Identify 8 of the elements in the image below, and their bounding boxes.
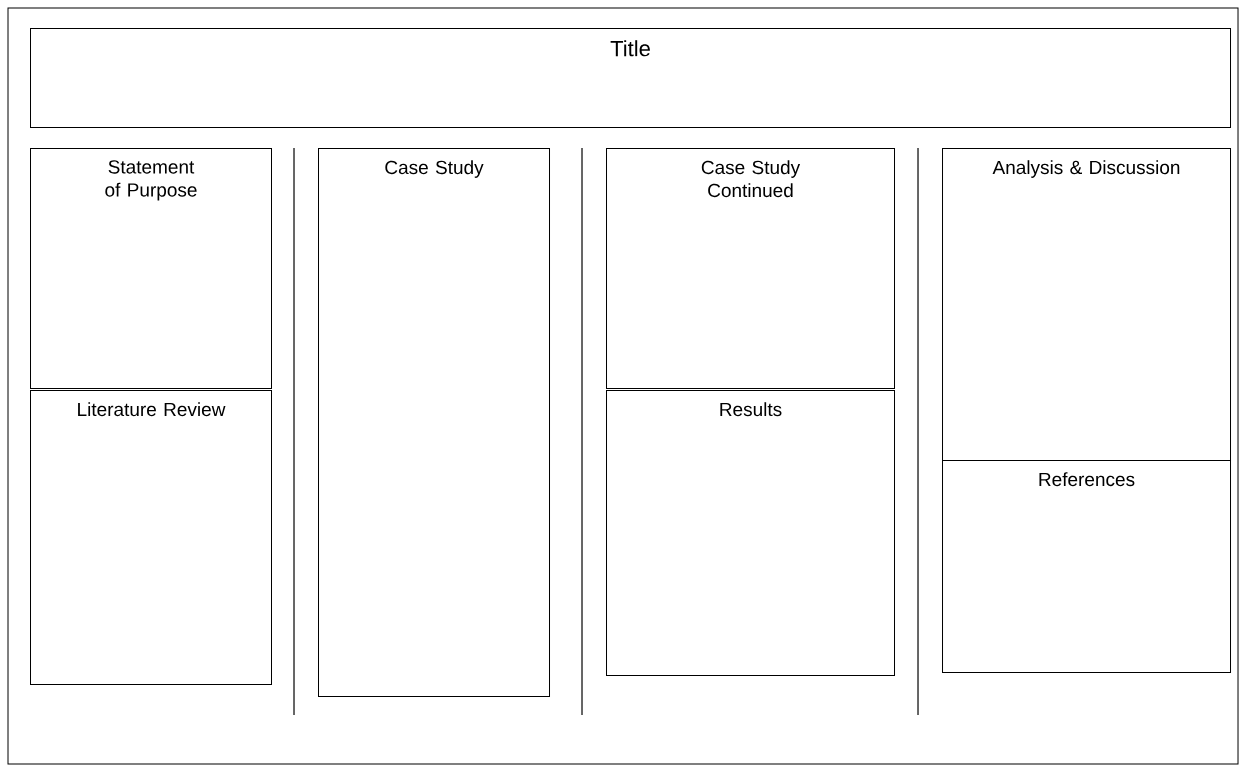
section-box: Case Study Continued [606, 148, 895, 389]
section-box: Results [606, 390, 895, 676]
section-box: Analysis & Discussion [942, 148, 1231, 461]
section-box: Case Study [318, 148, 550, 697]
section-box: Literature Review [30, 390, 272, 685]
section-box: References [942, 460, 1231, 673]
section-box: Statement of Purpose [30, 148, 272, 389]
section-box: Title [30, 28, 1231, 128]
